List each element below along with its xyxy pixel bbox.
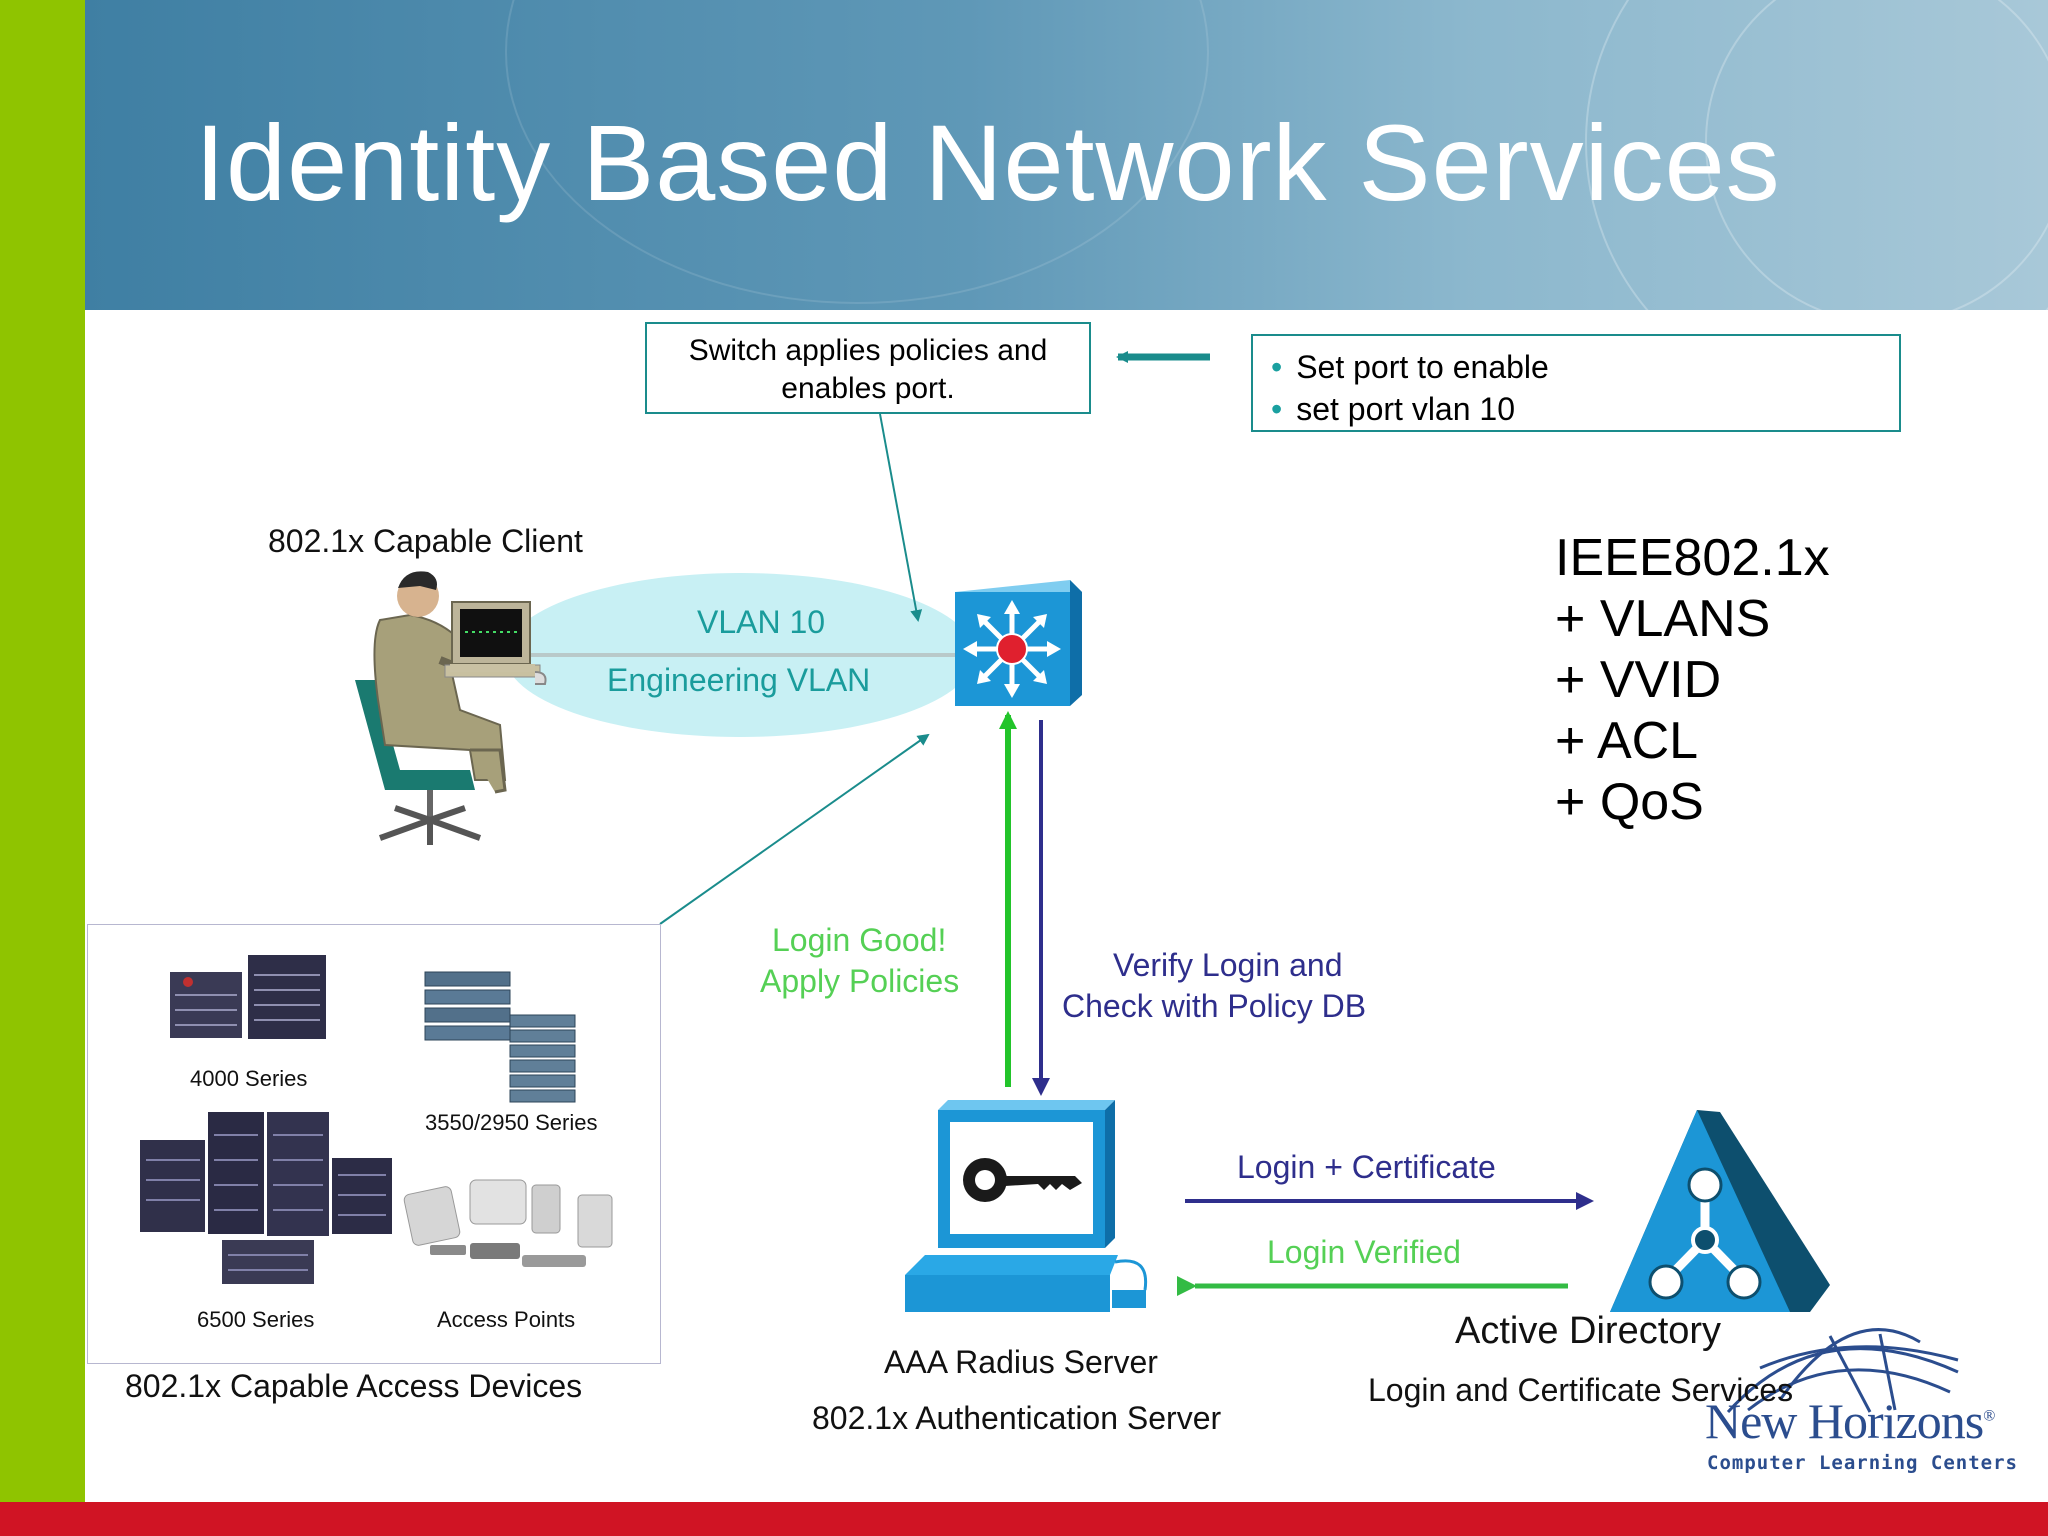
- access-devices-panel: [87, 924, 661, 1364]
- radius-commands-box: • Set port to enable • set port vlan 10: [1251, 334, 1901, 432]
- switch-icon: [955, 580, 1082, 706]
- catalyst-4000-icon: [170, 955, 326, 1039]
- feature-stack: IEEE802.1x + VLANS + VVID + ACL + QoS: [1555, 528, 1830, 833]
- policy-db-label: Check with Policy DB: [1062, 988, 1367, 1024]
- feature-item: IEEE802.1x: [1555, 529, 1830, 587]
- login-good-label: Login Good!: [772, 922, 947, 958]
- certificate-services-label: Login and Certificate Services: [1368, 1372, 1794, 1408]
- series-6500-label: 6500 Series: [197, 1307, 315, 1332]
- catalyst-3550-icon: [424, 971, 576, 1103]
- client-person-icon: [355, 571, 547, 845]
- command-text: set port vlan 10: [1296, 391, 1515, 427]
- series-3550-label: 3550/2950 Series: [425, 1110, 598, 1135]
- switch-policy-callout: Switch applies policies and enables port…: [645, 322, 1091, 414]
- feature-item: + VVID: [1555, 651, 1722, 709]
- bullet-icon: •: [1271, 391, 1283, 427]
- feature-item: + QoS: [1555, 773, 1704, 831]
- bottom-accent-bar: [0, 1502, 2048, 1536]
- devices-pointer: [659, 733, 930, 925]
- left-accent-bar: [0, 0, 85, 1536]
- command-text: Set port to enable: [1296, 349, 1549, 385]
- apply-policies-label: Apply Policies: [760, 963, 960, 999]
- command-item: • set port vlan 10: [1271, 388, 1899, 430]
- catalyst-6500-icon: [140, 1112, 392, 1284]
- callout-pointer: [879, 413, 923, 622]
- access-points-label: Access Points: [437, 1307, 576, 1332]
- header-banner: [85, 0, 2048, 310]
- vlan-name-label: Engineering VLAN: [607, 662, 871, 698]
- logo-registered-mark: ®: [1983, 1407, 1995, 1425]
- command-item: • Set port to enable: [1271, 346, 1899, 388]
- verify-login-label: Verify Login and: [1113, 947, 1343, 983]
- login-certificate-label: Login + Certificate: [1237, 1149, 1496, 1185]
- feature-item: + ACL: [1555, 712, 1699, 770]
- auth-server-label: 802.1x Authentication Server: [812, 1400, 1222, 1436]
- active-directory-label: Active Directory: [1455, 1310, 1722, 1352]
- series-4000-label: 4000 Series: [190, 1066, 308, 1091]
- access-devices-caption: 802.1x Capable Access Devices: [125, 1368, 583, 1404]
- logo-tagline: Computer Learning Centers: [1707, 1452, 2018, 1474]
- logo-wordmark: New Horizons®: [1705, 1392, 1995, 1450]
- new-horizons-globe-icon: [1726, 1328, 1959, 1414]
- radius-server-label: AAA Radius Server: [884, 1344, 1158, 1380]
- login-verified-label: Login Verified: [1267, 1234, 1461, 1270]
- callout-line-2: enables port.: [781, 372, 955, 405]
- bullet-icon: •: [1271, 349, 1283, 385]
- access-points-icon: [403, 1179, 613, 1267]
- feature-item: + VLANS: [1555, 590, 1771, 648]
- active-directory-icon: [1610, 1110, 1830, 1312]
- slide-title: Identity Based Network Services: [195, 102, 1781, 223]
- callout-line-1: Switch applies policies and: [688, 334, 1048, 367]
- vlan-id-label: VLAN 10: [697, 604, 826, 640]
- radius-server-icon: [905, 1100, 1148, 1312]
- logo-name: New Horizons: [1705, 1393, 1984, 1449]
- client-label: 802.1x Capable Client: [268, 523, 583, 559]
